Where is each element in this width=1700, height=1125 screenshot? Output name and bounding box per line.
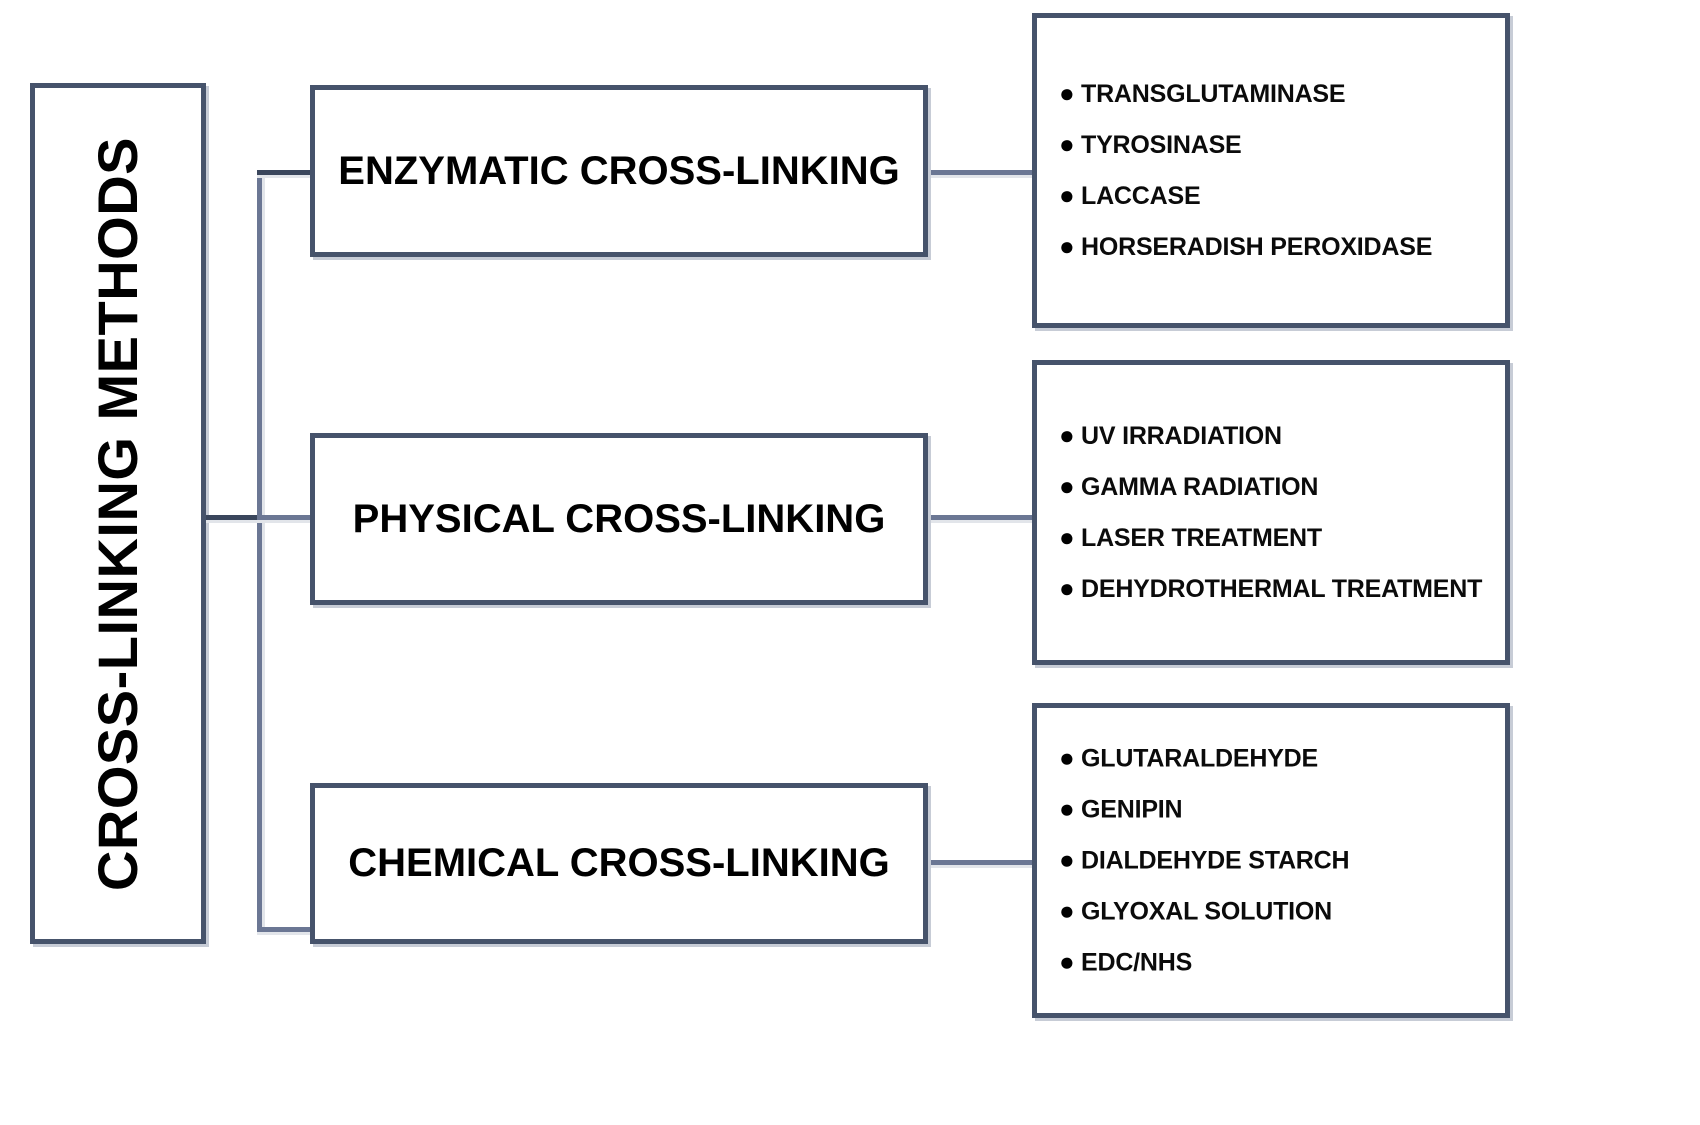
bullet-icon: ●: [1059, 419, 1075, 450]
list-item-label: TYROSINASE: [1081, 130, 1242, 159]
bullet-icon: ●: [1059, 179, 1075, 210]
list-item-label: DIALDEHYDE STARCH: [1081, 846, 1350, 874]
bullet-icon: ●: [1059, 844, 1075, 874]
detail-list-chemical: ● GLUTARALDEHYDE ● GENIPIN ● DIALDEHYDE …: [1059, 744, 1495, 977]
list-item-label: GENIPIN: [1081, 795, 1183, 823]
list-item: ● DIALDEHYDE STARCH: [1059, 846, 1495, 875]
detail-box-physical: ● UV IRRADIATION ● GAMMA RADIATION ● LAS…: [1032, 360, 1510, 665]
category-label-enzymatic: ENZYMATIC CROSS-LINKING: [338, 148, 900, 193]
list-item-label: LACCASE: [1081, 181, 1201, 210]
list-item: ● TRANSGLUTAMINASE: [1059, 80, 1495, 109]
list-item: ● GENIPIN: [1059, 795, 1495, 824]
list-item: ● EDC/NHS: [1059, 948, 1495, 977]
detail-list-enzymatic: ● TRANSGLUTAMINASE ● TYROSINASE ● LACCAS…: [1059, 80, 1495, 262]
list-item: ● DEHYDROTHERMAL TREATMENT: [1059, 575, 1495, 604]
bullet-icon: ●: [1059, 230, 1075, 261]
bullet-icon: ●: [1059, 470, 1075, 501]
list-item: ● LASER TREATMENT: [1059, 524, 1495, 553]
category-box-enzymatic: ENZYMATIC CROSS-LINKING: [310, 85, 928, 257]
list-item-label: GLUTARALDEHYDE: [1081, 744, 1319, 772]
root-node-cross-linking-methods: CROSS-LINKING METHODS: [30, 83, 206, 944]
list-item-label: TRANSGLUTAMINASE: [1081, 79, 1346, 108]
list-item-label: HORSERADISH PEROXIDASE: [1081, 232, 1433, 261]
detail-box-chemical: ● GLUTARALDEHYDE ● GENIPIN ● DIALDEHYDE …: [1032, 703, 1510, 1018]
bullet-icon: ●: [1059, 742, 1075, 772]
list-item: ● HORSERADISH PEROXIDASE: [1059, 233, 1495, 262]
connector-category-to-details-chemical: [924, 860, 1034, 865]
category-label-physical: PHYSICAL CROSS-LINKING: [352, 496, 886, 541]
list-item-label: LASER TREATMENT: [1081, 523, 1322, 552]
list-item: ● TYROSINASE: [1059, 131, 1495, 160]
connector-category-to-details-enzymatic: [924, 170, 1034, 175]
detail-list-physical: ● UV IRRADIATION ● GAMMA RADIATION ● LAS…: [1059, 422, 1495, 604]
connector-trunk-to-category-enzymatic: [257, 170, 313, 175]
bullet-icon: ●: [1059, 521, 1075, 552]
bullet-icon: ●: [1059, 946, 1075, 976]
list-item-label: EDC/NHS: [1081, 948, 1193, 976]
root-node-label: CROSS-LINKING METHODS: [86, 136, 149, 891]
bullet-icon: ●: [1059, 77, 1075, 108]
connector-root-to-trunk: [206, 515, 262, 520]
detail-box-enzymatic: ● TRANSGLUTAMINASE ● TYROSINASE ● LACCAS…: [1032, 13, 1510, 328]
list-item-label: GAMMA RADIATION: [1081, 472, 1319, 501]
list-item: ● UV IRRADIATION: [1059, 422, 1495, 451]
bullet-icon: ●: [1059, 572, 1075, 603]
list-item: ● LACCASE: [1059, 182, 1495, 211]
connector-trunk-to-category-chemical: [257, 927, 313, 932]
list-item: ● GLYOXAL SOLUTION: [1059, 897, 1495, 926]
connector-trunk-to-category-physical: [257, 515, 313, 520]
list-item-label: UV IRRADIATION: [1081, 421, 1282, 450]
list-item: ● GAMMA RADIATION: [1059, 473, 1495, 502]
bullet-icon: ●: [1059, 793, 1075, 823]
bullet-icon: ●: [1059, 895, 1075, 925]
category-box-chemical: CHEMICAL CROSS-LINKING: [310, 783, 928, 944]
connector-category-to-details-physical: [924, 515, 1034, 520]
list-item-label: GLYOXAL SOLUTION: [1081, 897, 1332, 925]
category-label-chemical: CHEMICAL CROSS-LINKING: [348, 841, 890, 885]
bullet-icon: ●: [1059, 128, 1075, 159]
list-item-label: DEHYDROTHERMAL TREATMENT: [1081, 574, 1483, 603]
category-box-physical: PHYSICAL CROSS-LINKING: [310, 433, 928, 605]
list-item: ● GLUTARALDEHYDE: [1059, 744, 1495, 773]
connector-trunk-vertical: [257, 170, 262, 932]
